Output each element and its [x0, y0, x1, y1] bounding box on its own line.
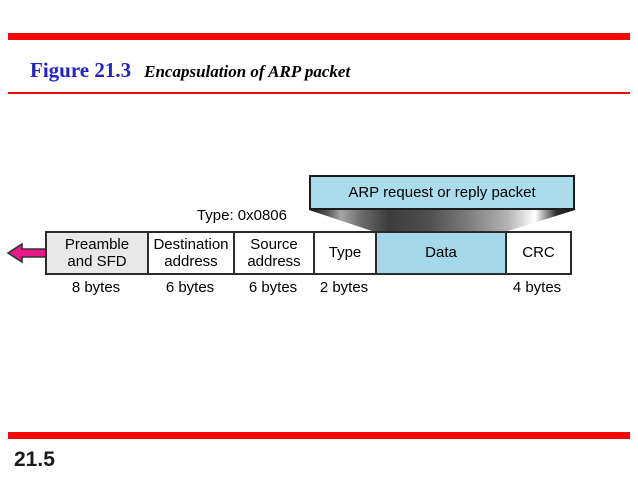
arp-packet-callout: ARP request or reply packet: [309, 175, 575, 210]
size-label-type: 2 bytes: [319, 279, 369, 296]
field-data: Data: [375, 231, 507, 275]
bottom-red-rule: [8, 432, 630, 439]
field-destination-address: Destination address: [147, 231, 235, 275]
field-source-address: Source address: [233, 231, 315, 275]
page-number: 21.5: [14, 448, 55, 471]
size-label-source: 6 bytes: [248, 279, 298, 296]
size-label-preamble: 8 bytes: [71, 279, 121, 296]
field-crc: CRC: [505, 231, 572, 275]
figure-number-label: Figure 21.3: [30, 58, 132, 82]
arp-packet-callout-label: ARP request or reply packet: [348, 184, 536, 201]
field-type: Type: [313, 231, 377, 275]
funnel-shape: [309, 210, 575, 232]
title-underline-rule: [8, 92, 630, 94]
slide-title: Figure 21.3 Encapsulation of ARP packet: [30, 58, 350, 83]
ethernet-frame-row: Preamble and SFD Destination address Sou…: [45, 231, 572, 275]
left-direction-arrow-icon: [6, 242, 47, 264]
size-label-destination: 6 bytes: [165, 279, 215, 296]
field-preamble-sfd: Preamble and SFD: [45, 231, 149, 275]
figure-caption: Encapsulation of ARP packet: [144, 62, 351, 81]
size-label-crc: 4 bytes: [512, 279, 562, 296]
type-value-annotation: Type: 0x0806: [196, 207, 287, 224]
top-red-rule: [8, 33, 630, 40]
